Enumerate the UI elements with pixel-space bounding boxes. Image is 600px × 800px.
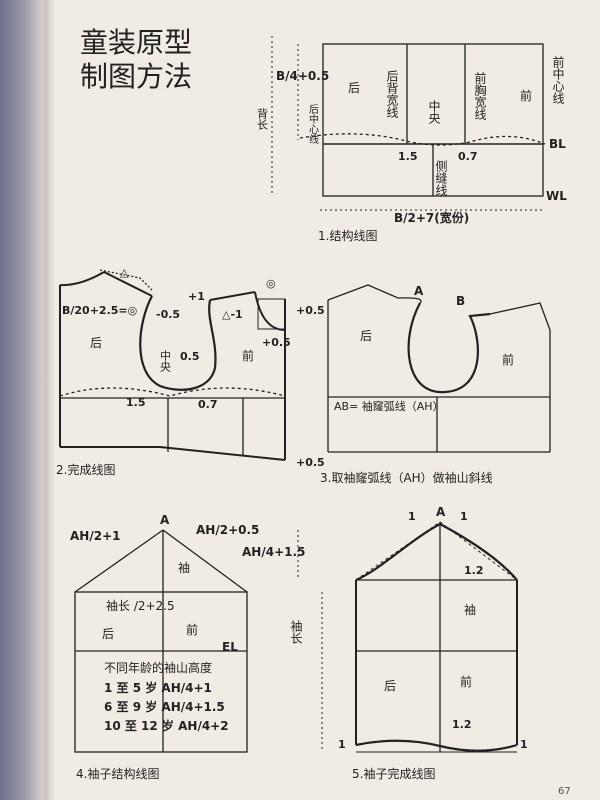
figure-5-sleeve-finished [355, 521, 518, 753]
fig5-label-a: A [436, 505, 446, 519]
fig2-neck-box [257, 298, 286, 330]
fig2-label-05: 0.5 [180, 350, 200, 363]
fig2-label-p05a: +0.5 [296, 304, 325, 317]
fig5-hem-curve [355, 739, 518, 752]
fig5-label-1c: 1 [338, 738, 346, 751]
fig2-label-circ: ◎ [266, 277, 276, 290]
fig3-label-ah: AB= 袖窿弧线（AH） [334, 399, 444, 413]
fig3-label-back: 后 [360, 329, 372, 343]
fig2-dashed-guide [59, 387, 286, 397]
fig4-label-back: 后 [102, 627, 114, 641]
fig2-label-m05: -0.5 [156, 308, 180, 321]
fig2-label-p05c: +0.5 [296, 456, 325, 469]
fig1-label-bw: B/4+0.5 [276, 69, 329, 83]
fig4-label-sleeve-len: 袖长 [289, 619, 303, 644]
fig2-armhole [139, 295, 217, 391]
fig5-label-1b: 1 [460, 510, 468, 523]
fig3-caption: 3.取袖窿弧线（AH）做袖山斜线 [320, 470, 493, 485]
fig5-label-1a: 1 [408, 510, 416, 523]
fig2-label-15: 1.5 [126, 396, 146, 409]
fig1-caption: 1.结构线图 [318, 228, 377, 243]
fig4-table-row-3: 10 至 12 岁 AH/4+2 [104, 718, 229, 733]
fig2-label-p1: +1 [188, 290, 205, 303]
fig2-front-hem [159, 446, 286, 461]
fig2-label-07: 0.7 [198, 398, 218, 411]
fig5-sleeve-cap [355, 522, 518, 582]
figure-2-finished [59, 269, 286, 461]
fig4-label-el: EL [222, 640, 238, 654]
fig5-cap-guides [355, 521, 518, 581]
fig4-table-row-2: 6 至 9 岁 AH/4+1.5 [104, 699, 225, 714]
page-number: 67 [558, 786, 571, 797]
fig4-table-title: 不同年龄的袖山高度 [104, 660, 212, 675]
fig1-label-chest-width: 前胸宽线 [473, 71, 487, 120]
fig4-front-slope [162, 529, 248, 593]
page-title-line1: 童装原型 [80, 26, 192, 59]
fig4-label-front: 前 [186, 622, 198, 637]
fig4-table-row-1: 1 至 5 岁 AH/4+1 [104, 680, 212, 695]
fig1-label-center: 中央 [427, 99, 441, 124]
fig5-label-front: 前 [460, 674, 472, 689]
fig4-label-ah21: AH/2+1 [70, 529, 120, 543]
fig1-label-back-center: 后中心线 [307, 104, 319, 144]
fig3-back-upper [327, 284, 422, 304]
fig2-front-neck [254, 291, 286, 331]
figure-3-armhole [327, 284, 551, 453]
fig2-front-shoulder [209, 291, 256, 301]
fig4-label-a: A [160, 513, 170, 527]
fig3-label-b: B [456, 294, 465, 308]
fig2-label-p05b: +0.5 [262, 336, 291, 349]
fig1-label-front-center: 前中心线 [551, 55, 565, 104]
fig2-label-front: 前 [242, 348, 254, 363]
fig2-label-center: 中央 [159, 350, 172, 373]
fig4-label-ah415: AH/4+1.5 [242, 545, 305, 559]
fig1-label-side-seam: 侧缝线 [434, 160, 448, 196]
fig1-label-front: 前 [520, 88, 532, 103]
fig1-label-total: B/2+7(宽份) [394, 210, 469, 225]
fig3-front-upper [489, 302, 551, 452]
book-page [44, 0, 600, 800]
fig1-label-back-width: 后背宽线 [385, 70, 399, 118]
fig4-sleeve-box [74, 591, 248, 753]
fig5-label-1d: 1 [520, 738, 528, 751]
fig1-label-back-length: 背长 [256, 107, 269, 130]
fig4-label-len: 袖长 /2+2.5 [106, 598, 175, 613]
fig4-label-ah205: AH/2+0.5 [196, 523, 259, 537]
fig4-back-slope [74, 529, 164, 593]
page-title-line2: 制图方法 [80, 60, 192, 93]
fig2-caption: 2.完成线图 [56, 462, 115, 477]
fig5-label-back: 后 [384, 679, 396, 693]
fig1-label-15: 1.5 [398, 150, 418, 163]
fig4-caption: 4.袖子结构线图 [76, 766, 159, 781]
fig2-label-back: 后 [90, 336, 102, 350]
figure-4-sleeve-structure [74, 529, 323, 753]
book-binding [0, 0, 44, 800]
fig1-label-07: 0.7 [458, 150, 478, 163]
fig1-label-bl: BL [549, 137, 566, 151]
fig5-label-12b: 1.2 [452, 718, 472, 731]
fig5-label-12a: 1.2 [464, 564, 484, 577]
fig1-armhole-dashed [299, 133, 546, 146]
fig2-label-formula: B/20+2.5=◎ [62, 304, 137, 317]
fig3-label-a: A [414, 284, 424, 298]
fig1-label-wl: WL [546, 189, 567, 203]
figure-1-structure [271, 36, 546, 211]
fig3-armhole [407, 302, 491, 394]
fig4-label-sleeve: 袖 [178, 560, 190, 575]
page-gutter-shadow [44, 0, 56, 800]
fig3-label-front: 前 [502, 352, 514, 367]
fig2-label-tri: △ [120, 266, 129, 279]
fig2-back-guide [99, 269, 153, 291]
fig5-label-sleeve: 袖 [464, 602, 476, 617]
fig2-back-shoulder [103, 271, 153, 297]
fig5-caption: 5.袖子完成线图 [352, 766, 435, 781]
fig2-back-neck [59, 271, 105, 287]
fig1-label-back: 后 [348, 81, 360, 95]
fig2-label-tri-m1: △-1 [222, 308, 243, 321]
